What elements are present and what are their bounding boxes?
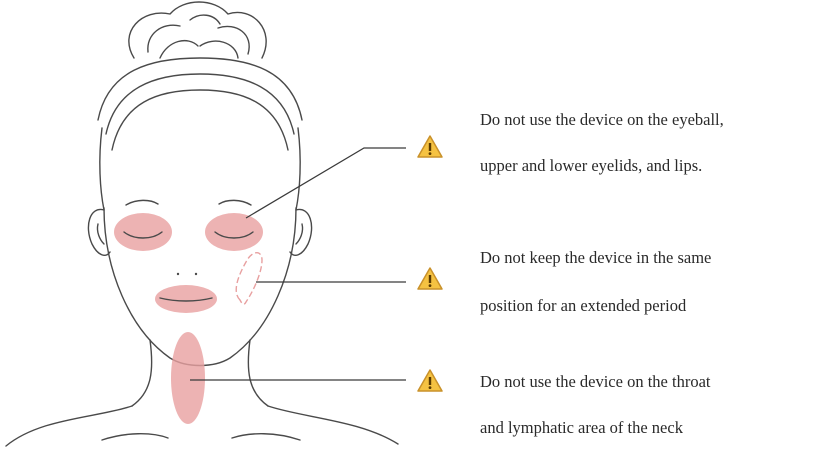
throat-zone (171, 332, 205, 424)
warning-triangle-icon (416, 134, 444, 160)
caption-line: Do not use the device on the throat (480, 372, 800, 392)
hair-bun (129, 2, 266, 58)
neck (132, 340, 152, 406)
warning-caption-eyes: Do not use the device on the eyeball, up… (480, 110, 800, 190)
caption-line: and lymphatic area of the neck (480, 418, 800, 438)
left-shoulder (6, 406, 132, 446)
caution-zones (114, 213, 263, 424)
right-eye-zone (205, 213, 263, 251)
right-shoulder (268, 406, 398, 444)
warning-caption-throat: Do not use the device on the throat and … (480, 372, 800, 452)
left-eye-zone (114, 213, 172, 251)
caption-line: Do not use the device on the eyeball, (480, 110, 800, 130)
warning-triangle-icon (416, 368, 444, 394)
caption-line: Do not keep the device in the same (480, 248, 800, 268)
headband (98, 58, 302, 120)
caption-line: position for an extended period (480, 296, 800, 316)
warning-caption-cheek: Do not keep the device in the same posit… (480, 248, 800, 328)
left-ear (88, 209, 110, 255)
warning-triangle-icon (416, 266, 444, 292)
right-ear (290, 209, 312, 255)
leader-line-eyes (246, 148, 406, 218)
device-outline (236, 253, 262, 304)
caption-line: upper and lower eyelids, and lips. (480, 156, 800, 176)
